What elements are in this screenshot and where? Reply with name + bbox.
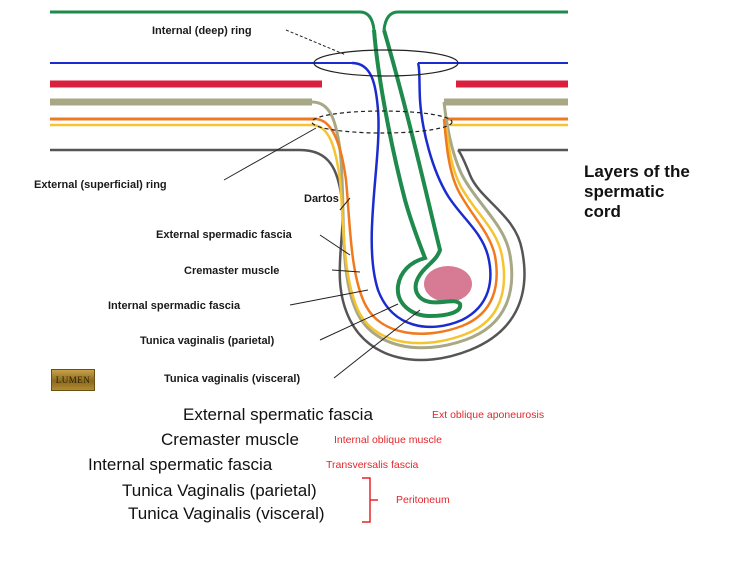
list-origin-3: Transversalis fascia	[326, 459, 419, 471]
orange-loop	[314, 117, 498, 335]
list-layer-2: Cremaster muscle	[161, 430, 299, 449]
processus-vaginalis-green	[372, 29, 463, 319]
leader-external-fascia	[319, 234, 351, 256]
leader-external-ring	[223, 127, 317, 181]
yellow-loop	[311, 123, 506, 345]
label-external-ring: External (superficial) ring	[34, 179, 167, 191]
list-origin-2: Internal oblique muscle	[334, 434, 442, 446]
list-layer-5: Tunica Vaginalis (visceral)	[128, 504, 325, 523]
blue-loop	[351, 61, 492, 329]
title-line-3: cord	[584, 202, 621, 221]
label-dartos: Dartos	[304, 193, 339, 205]
leader-lines	[223, 29, 421, 379]
external-ring-ellipse	[311, 110, 453, 134]
internal-ring-ellipse	[313, 49, 459, 77]
label-tv-visceral: Tunica vaginalis (visceral)	[164, 373, 300, 385]
leader-tv-parietal	[319, 303, 399, 341]
testis	[424, 266, 472, 302]
label-internal-fascia: Internal spermadic fascia	[108, 300, 241, 312]
list-layer-4: Tunica Vaginalis (parietal)	[122, 481, 317, 500]
peritoneum-label: Peritoneum	[396, 494, 450, 506]
leader-dartos	[339, 197, 351, 211]
diagram-title: Layers of the spermatic cord	[584, 162, 734, 222]
leader-internal-ring	[285, 29, 347, 56]
leader-tv-visceral	[333, 309, 421, 379]
title-line-1: Layers of the	[584, 162, 690, 181]
list-layer-3: Internal spermatic fascia	[88, 455, 273, 474]
peritoneum-green-line	[50, 10, 376, 31]
leader-cremaster	[331, 269, 361, 273]
label-cremaster: Cremaster muscle	[184, 265, 279, 277]
abdominal-wall-layers	[50, 10, 568, 152]
logo-text: LUMEN	[55, 375, 91, 385]
label-external-fascia: External spermadic fascia	[156, 229, 293, 241]
list-origin-1: Ext oblique aponeurosis	[432, 409, 545, 421]
olive-loop	[311, 100, 514, 350]
peritoneum-bracket	[362, 477, 378, 523]
list-layer-1: External spermatic fascia	[183, 405, 373, 424]
diagram-labels: Internal (deep) ring External (superfici…	[34, 25, 339, 385]
label-internal-ring: Internal (deep) ring	[152, 25, 252, 37]
scrotal-layers	[299, 61, 526, 362]
leader-internal-fascia	[289, 289, 369, 306]
ring-markers	[311, 49, 459, 134]
label-tv-parietal: Tunica vaginalis (parietal)	[140, 335, 275, 347]
lumen-logo: LUMEN	[51, 369, 95, 391]
title-line-2: spermatic	[584, 182, 665, 201]
peritoneum-green-line-right	[382, 10, 568, 31]
skin-gray-loop	[299, 148, 526, 362]
